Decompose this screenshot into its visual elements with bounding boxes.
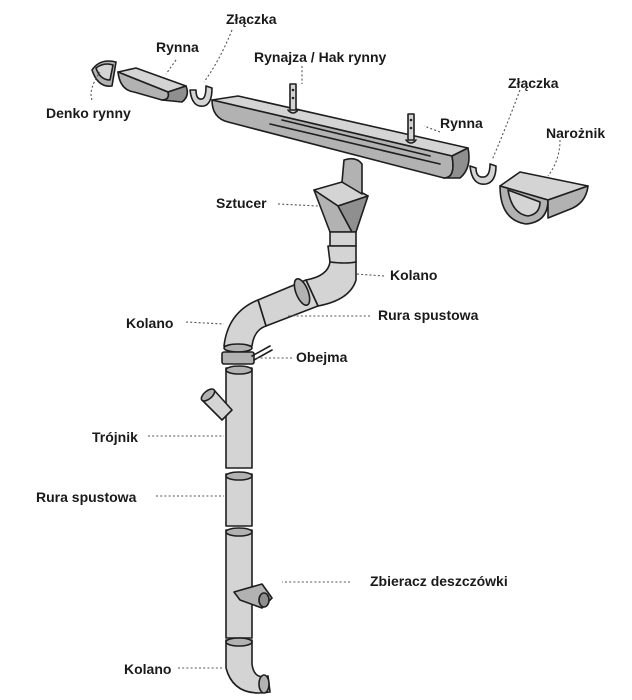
gutter-main [211, 95, 470, 179]
label-rynna-right: Rynna [440, 115, 483, 131]
gutter-corner [499, 171, 589, 225]
label-rynajza: Rynajza / Hak rynny [254, 49, 386, 65]
downpipe-elbow-left [223, 299, 267, 353]
downpipe-straight [225, 471, 253, 639]
label-rura-spustowa-upper: Rura spustowa [378, 307, 479, 323]
gutter-connector-right [469, 163, 497, 185]
gutter-outlet [313, 157, 369, 247]
label-kolano-bottom: Kolano [124, 661, 171, 677]
downpipe-clamp [221, 345, 273, 365]
rainwater-collector [233, 583, 273, 609]
label-rynna-left: Rynna [156, 39, 199, 55]
gutter-end-cap [91, 60, 117, 87]
label-obejma: Obejma [296, 349, 348, 365]
gutter-hanger [287, 83, 417, 144]
downpipe-t-junction [200, 365, 253, 469]
downpipe-angled [257, 278, 319, 327]
label-denko-rynny: Denko rynny [46, 105, 131, 121]
gutter-left [117, 67, 189, 103]
label-naroznik: Narożnik [546, 125, 605, 141]
gutter-connector-left [189, 85, 213, 107]
label-zlaczka-right: Złączka [508, 75, 559, 91]
label-zbieracz-deszczowki: Zbieracz deszczówki [370, 573, 508, 589]
label-zlaczka-left: Złączka [226, 11, 277, 27]
label-trojnik: Trójnik [92, 429, 138, 445]
label-kolano-left: Kolano [126, 315, 173, 331]
label-rura-spustowa-left: Rura spustowa [36, 489, 137, 505]
downpipe-elbow-bottom [225, 637, 271, 694]
label-sztucer: Sztucer [216, 195, 267, 211]
leader-lines [90, 29, 561, 669]
label-kolano-upper: Kolano [390, 267, 437, 283]
